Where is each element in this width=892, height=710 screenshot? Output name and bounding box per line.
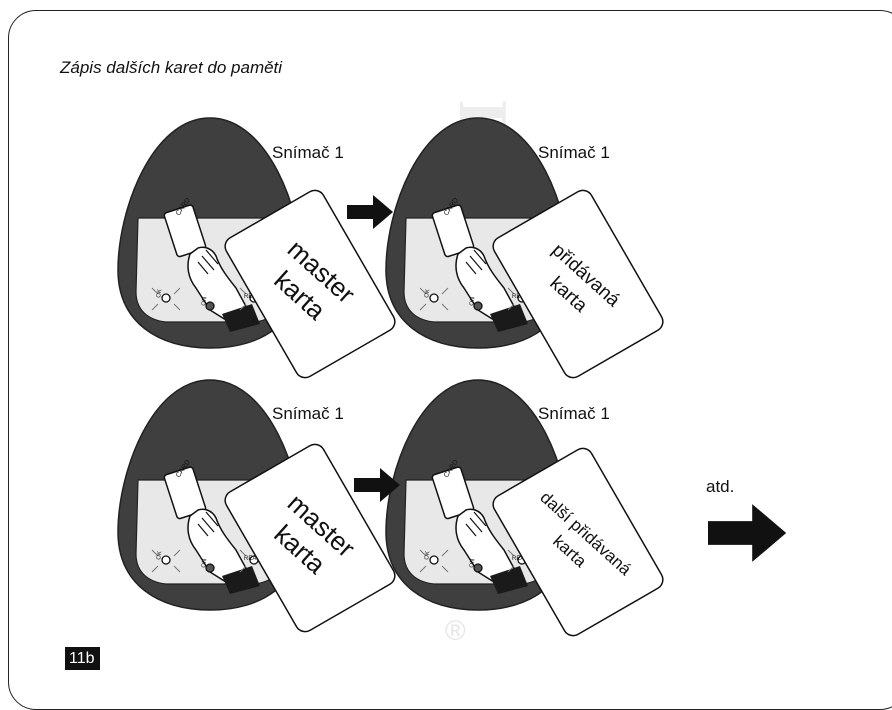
led-on-label-4: ON [469, 558, 476, 568]
sensor-label-2: Snímač 1 [538, 143, 610, 162]
figure-number-badge: 11b [65, 647, 100, 670]
led-ok-label-2: OK [424, 289, 431, 299]
arrow-right-icon-1 [347, 195, 393, 229]
led-on-label-1: ON [201, 296, 208, 306]
led-on-label-2: ON [469, 296, 476, 306]
led-ok-label-3: OK [156, 551, 163, 561]
illustration: PAI ® CARD CARD CARD CARD OK ON READING … [117, 100, 787, 646]
led-ok-label-1: OK [156, 289, 163, 299]
sensor-label-3: Snímač 1 [272, 404, 344, 423]
page-heading: Zápis dalších karet do paměti [60, 58, 283, 77]
arrow-right-icon-3 [708, 504, 787, 562]
sensor-label-4: Snímač 1 [538, 404, 610, 423]
led-on-label-3: ON [201, 558, 208, 568]
continue-label: atd. [706, 477, 735, 496]
sensor-label-1: Snímač 1 [272, 143, 344, 162]
card-3: master karta [224, 443, 396, 633]
card-2: přidávaná karta [492, 189, 664, 379]
card-1: master karta [224, 189, 396, 379]
led-ok-label-4: OK [424, 551, 431, 561]
card-4: další přidávaná karta [492, 447, 664, 637]
watermark-registered: ® [445, 615, 466, 646]
